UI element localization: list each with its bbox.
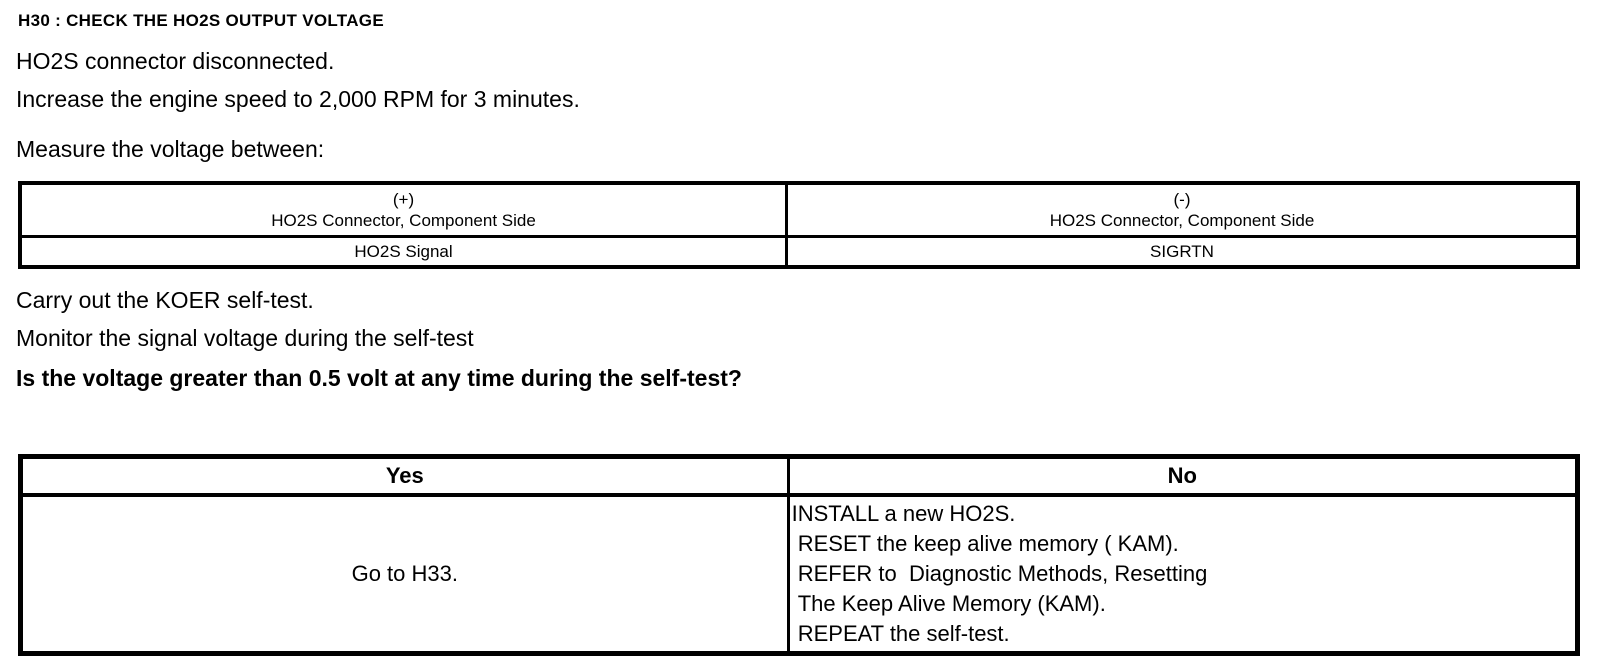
- decision-header-row: Yes No: [19, 455, 1580, 497]
- post-instruction-line-2: Monitor the signal voltage during the se…: [16, 325, 474, 351]
- measurement-points-table: (+) HO2S Connector, Component Side (-) H…: [18, 181, 1580, 269]
- no-action-line-5: REPEAT the self-test.: [791, 621, 1010, 646]
- no-action-cell: INSTALL a new HO2S. RESET the keep alive…: [786, 493, 1580, 655]
- negative-location-label: HO2S Connector, Component Side: [1049, 211, 1315, 230]
- decision-question: Is the voltage greater than 0.5 volt at …: [16, 365, 742, 391]
- yes-column-header: Yes: [19, 455, 790, 497]
- no-action-line-4: The Keep Alive Memory (KAM).: [791, 591, 1106, 616]
- yes-no-decision-table: Yes No Go to H33. INSTALL a new HO2S. RE…: [18, 454, 1580, 656]
- instruction-line-2: Increase the engine speed to 2,000 RPM f…: [16, 86, 580, 112]
- yes-action-cell: Go to H33.: [19, 493, 790, 655]
- instruction-line-1: HO2S connector disconnected.: [16, 48, 335, 74]
- negative-polarity-label: (-): [1173, 190, 1191, 209]
- procedure-title: H30 : CHECK THE HO2S OUTPUT VOLTAGE: [18, 11, 384, 30]
- no-column-header: No: [786, 455, 1580, 497]
- decision-action-row: Go to H33. INSTALL a new HO2S. RESET the…: [19, 493, 1580, 655]
- post-instruction-line-1: Carry out the KOER self-test.: [16, 287, 314, 313]
- positive-signal-cell: HO2S Signal: [18, 235, 789, 269]
- negative-lead-header-cell: (-) HO2S Connector, Component Side: [785, 181, 1580, 238]
- spacer: [16, 402, 1582, 454]
- measurement-header-row: (+) HO2S Connector, Component Side (-) H…: [18, 181, 1580, 238]
- positive-location-label: HO2S Connector, Component Side: [271, 211, 536, 230]
- positive-lead-header-cell: (+) HO2S Connector, Component Side: [18, 181, 789, 238]
- instruction-line-3: Measure the voltage between:: [16, 136, 325, 162]
- negative-signal-cell: SIGRTN: [785, 235, 1580, 269]
- no-action-line-1: INSTALL a new HO2S.: [791, 501, 1016, 526]
- measurement-signal-row: HO2S Signal SIGRTN: [18, 235, 1580, 269]
- no-action-line-3: REFER to Diagnostic Methods, Resetting: [791, 561, 1208, 586]
- positive-polarity-label: (+): [392, 190, 415, 209]
- no-action-line-2: RESET the keep alive memory ( KAM).: [791, 531, 1179, 556]
